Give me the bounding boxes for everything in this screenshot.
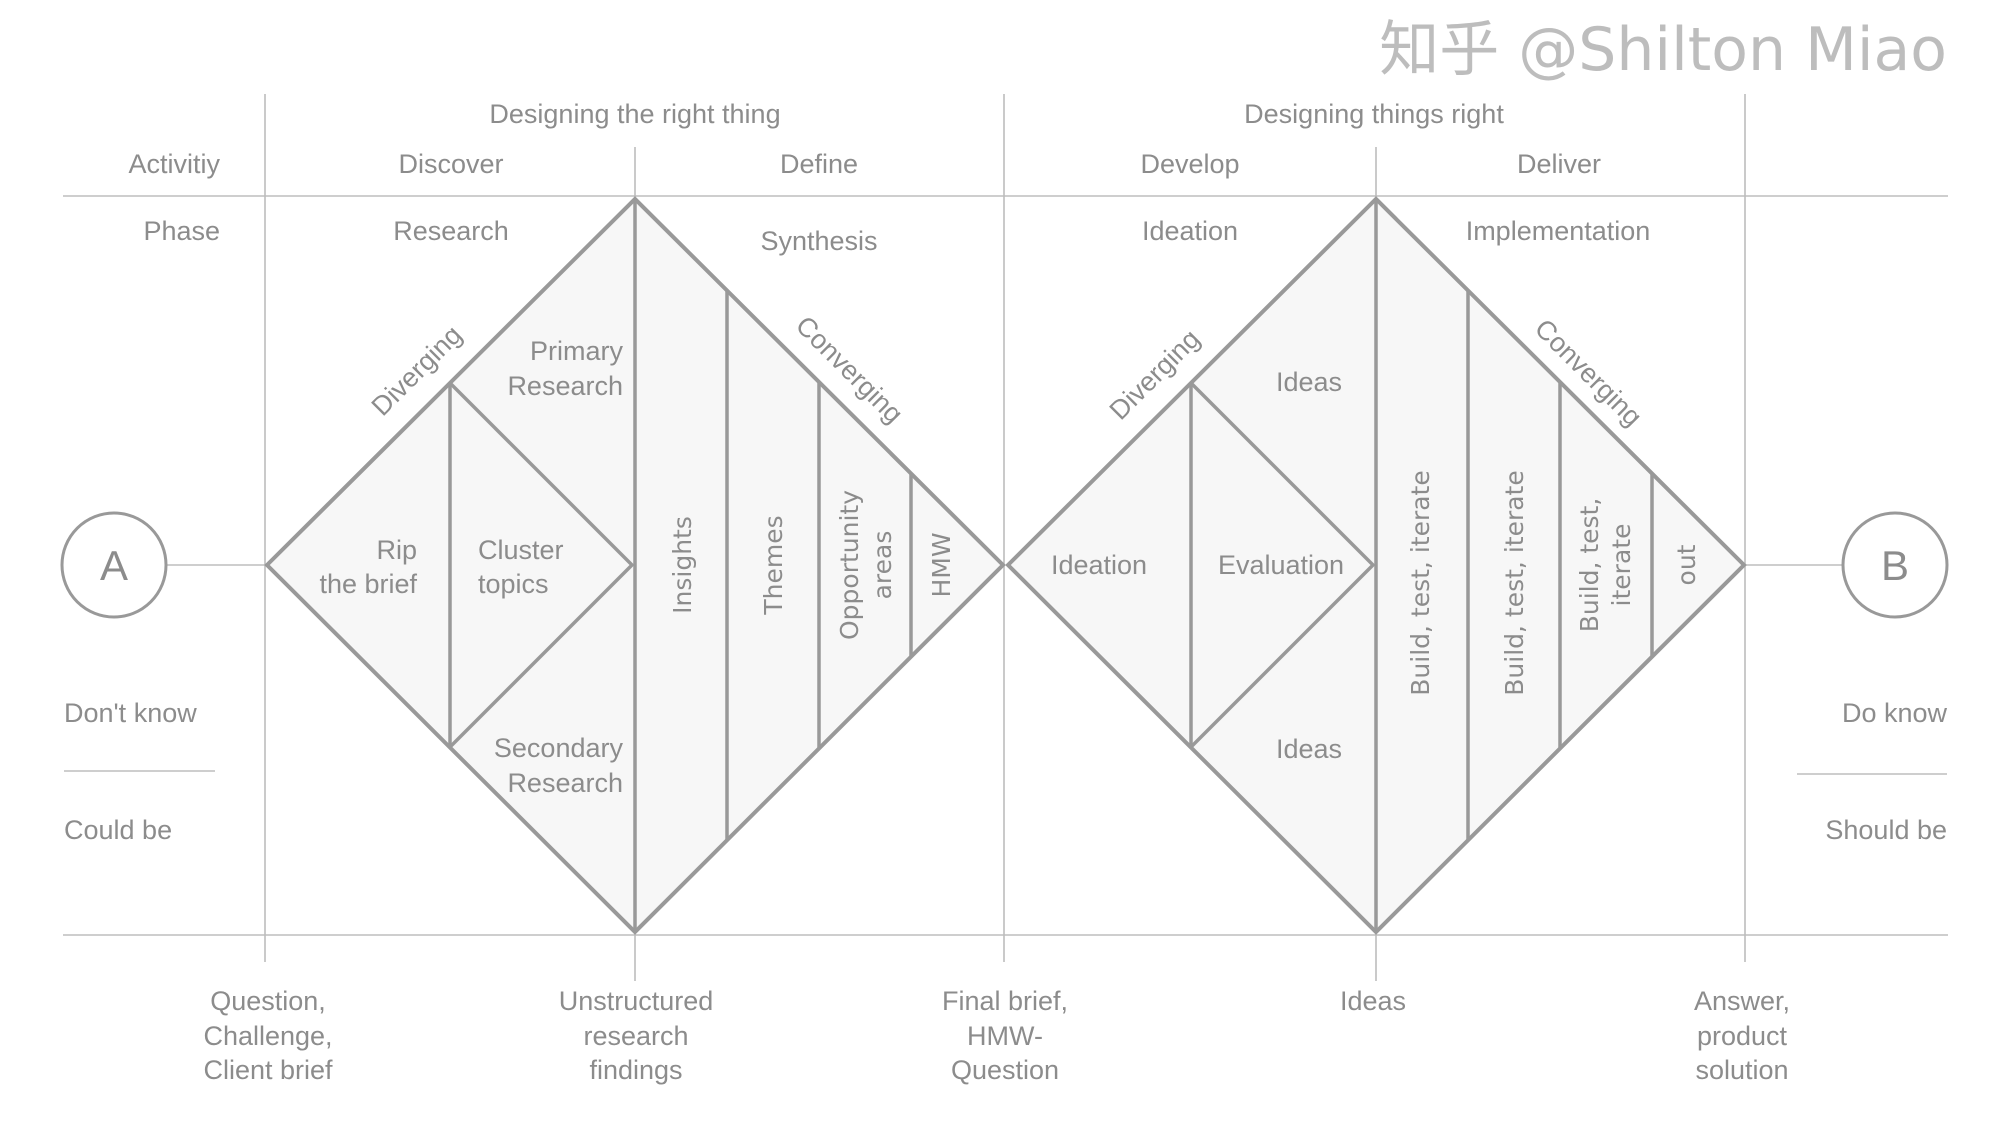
do-know-label: Do know (1842, 698, 1948, 728)
milestone-final-brief-3: Question (951, 1055, 1059, 1085)
milestone-final-brief: Final brief, (942, 986, 1068, 1016)
dont-know-label: Don't know (64, 698, 197, 728)
start-point-a: A (60, 511, 168, 619)
could-be-label: Could be (64, 815, 172, 845)
out-label: out (1672, 544, 1701, 585)
diamond-discover-define (264, 196, 1006, 935)
insights-label: Insights (668, 516, 697, 614)
milestone-ideas: Ideas (1340, 986, 1406, 1016)
rip-the-brief-label: Rip (376, 535, 417, 565)
group-designing-right-thing: Designing the right thing (489, 99, 780, 129)
milestone-findings-2: research (583, 1021, 688, 1051)
activity-define: Define (780, 149, 858, 179)
secondary-research-label-2: Research (507, 768, 623, 798)
primary-research-label: Primary (530, 336, 623, 366)
evaluation-label: Evaluation (1218, 550, 1344, 580)
milestone-question-2: Challenge, (203, 1021, 332, 1051)
activity-label: Activitiy (128, 149, 220, 179)
group-designing-things-right: Designing things right (1244, 99, 1504, 129)
diamond-develop-deliver (1005, 196, 1747, 935)
milestone-question-3: Client brief (203, 1055, 333, 1085)
cluster-topics-label-2: topics (478, 569, 549, 599)
activity-deliver: Deliver (1517, 149, 1601, 179)
milestone-findings: Unstructured (559, 986, 714, 1016)
phase-research: Research (393, 216, 509, 246)
watermark: 知乎 @Shilton Miao (1379, 15, 1947, 85)
header: Designing the right thing Designing thin… (128, 99, 1650, 256)
build-test-iterate-3-line2: iterate (1607, 524, 1636, 607)
secondary-research-label: Secondary (494, 733, 624, 763)
side-labels: Don't know Could be Do know Should be (64, 698, 1948, 845)
build-test-iterate-1: Build, test, iterate (1406, 470, 1435, 695)
build-test-iterate-3: Build, test, (1575, 498, 1604, 633)
phase-implementation: Implementation (1466, 216, 1651, 246)
primary-research-label-2: Research (507, 371, 623, 401)
milestone-answer-2: product (1697, 1021, 1788, 1051)
build-test-iterate-2: Build, test, iterate (1500, 470, 1529, 695)
opportunity-areas-label: Opportunity (835, 490, 864, 640)
end-letter: B (1881, 542, 1909, 589)
milestone-question: Question, (210, 986, 326, 1016)
start-letter: A (100, 542, 128, 589)
milestone-final-brief-2: HMW- (967, 1021, 1043, 1051)
activity-discover: Discover (398, 149, 503, 179)
opportunity-areas-label-2: areas (868, 531, 897, 600)
ideation-label: Ideation (1051, 550, 1147, 580)
end-point-b: B (1841, 511, 1949, 619)
cluster-topics-label: Cluster (478, 535, 564, 565)
rip-the-brief-label-2: the brief (319, 569, 417, 599)
phase-label: Phase (143, 216, 220, 246)
milestone-answer: Answer, (1694, 986, 1790, 1016)
ideas-bottom-label: Ideas (1276, 734, 1342, 764)
ideas-top-label: Ideas (1276, 367, 1342, 397)
themes-label: Themes (759, 515, 788, 615)
phase-synthesis: Synthesis (760, 226, 877, 256)
phase-ideation: Ideation (1142, 216, 1238, 246)
milestone-findings-3: findings (589, 1055, 682, 1085)
should-be-label: Should be (1825, 815, 1947, 845)
activity-develop: Develop (1140, 149, 1239, 179)
milestone-answer-3: solution (1695, 1055, 1788, 1085)
milestones: Question, Challenge, Client brief Unstru… (203, 986, 1790, 1085)
hmw-label: HMW (927, 532, 956, 597)
